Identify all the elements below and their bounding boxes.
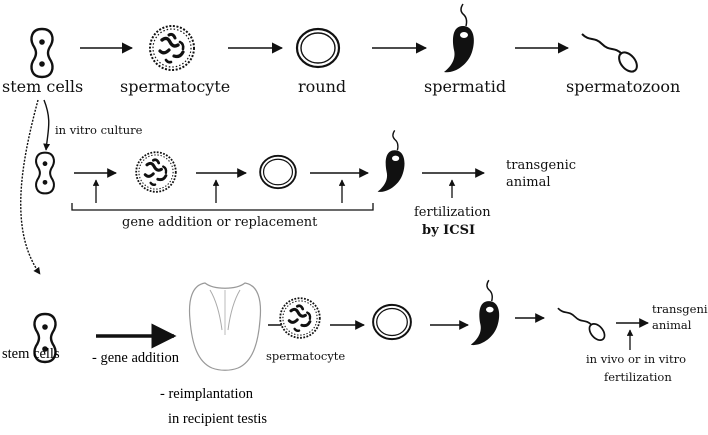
stem-cell-icon [30, 27, 54, 79]
label-spermatocyte-row3: spermatocyte [266, 349, 345, 363]
label-reimplantation: - reimplantation [160, 386, 254, 402]
arrow-to-row3 [20, 99, 41, 275]
label-animal-row3: animal [652, 318, 692, 332]
round-cell-icon-row3 [372, 303, 412, 341]
label-by-icsi: by ICSI [422, 223, 475, 238]
spermatocyte-culture-icon [134, 150, 178, 194]
spermatocyte-icon [148, 24, 196, 72]
label-gene-addition-replacement: gene addition or replacement [122, 215, 318, 230]
spermatozoon-icon [581, 33, 642, 76]
label-transgenic: transgenic [506, 158, 576, 173]
label-transgenic-row3: transgenic [652, 302, 708, 316]
spermatid-culture-icon [376, 129, 406, 193]
label-fertilization-row3: fertilization [604, 370, 672, 384]
label-gene-addition: - gene addition [92, 350, 180, 366]
spermatocyte-icon-row3 [278, 296, 322, 340]
label-in-vivo-in-vitro: in vivo or in vitro [586, 352, 686, 366]
label-stem-cells-row3: stem cells [2, 346, 60, 362]
label-spermatid: spermatid [424, 77, 506, 96]
label-in-vitro-culture: in vitro culture [55, 123, 143, 137]
recipient-testis-icon [188, 282, 262, 371]
label-round: round [298, 77, 346, 96]
stem-cell-culture-icon [35, 151, 55, 195]
label-spermatozoon: spermatozoon [566, 77, 680, 96]
spermatid-icon-row3 [470, 279, 500, 346]
label-in-recipient-testis: in recipient testis [168, 411, 267, 427]
spermatozoon-icon-row3 [557, 307, 609, 344]
label-animal: animal [506, 175, 551, 190]
round-cell-icon [295, 27, 341, 69]
spermatid-icon [443, 3, 475, 74]
gene-addition-bracket [71, 203, 374, 211]
label-fertilization: fertilization [414, 205, 491, 220]
arrow-to-in-vitro-culture [43, 99, 51, 151]
label-stem-cells: stem cells [2, 77, 83, 96]
label-spermatocyte: spermatocyte [120, 77, 230, 96]
round-cell-culture-icon [259, 154, 297, 190]
